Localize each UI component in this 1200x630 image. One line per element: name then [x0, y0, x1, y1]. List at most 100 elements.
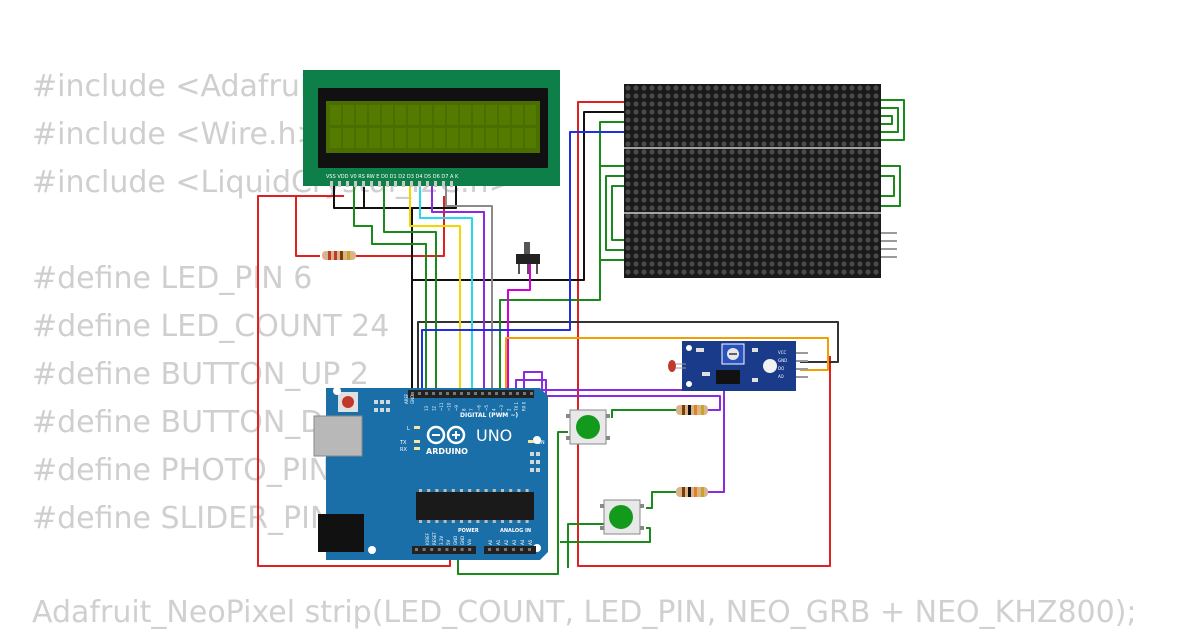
sensor-pin-gnd: GND — [778, 358, 787, 363]
lcd-display[interactable]: VSS VDD V0 RS RW E D0 D1 D2 D3 D4 D5 D6 … — [303, 70, 560, 187]
resistor-lcd[interactable] — [322, 251, 356, 260]
wire-lcd-backlight[interactable] — [356, 196, 445, 257]
wire-matrix-vcc[interactable] — [577, 101, 831, 567]
wire-sensor-gnd[interactable] — [417, 321, 839, 394]
wire-button-down-gnd[interactable] — [567, 523, 604, 568]
slide-switch[interactable] — [516, 242, 540, 274]
power-pin-label: GND — [460, 536, 465, 545]
code-line-define-button-up: #define BUTTON_UP 2 — [32, 357, 369, 392]
wire-button-down-out[interactable] — [560, 527, 651, 543]
wire-button-up-gnd[interactable] — [457, 431, 568, 575]
led-matrix[interactable] — [624, 84, 897, 278]
power-jack — [318, 514, 364, 552]
wire-matrix-data[interactable] — [421, 131, 624, 394]
photoresistor — [668, 360, 676, 372]
wire-lcd-d4[interactable] — [409, 186, 461, 394]
analog-in-label: ANALOG IN — [500, 528, 531, 534]
push-button-up[interactable] — [566, 409, 610, 445]
wire-lcd-d7[interactable] — [445, 186, 493, 394]
resistor-button-up[interactable] — [676, 405, 708, 415]
wire-matrix-chain-right-5[interactable] — [880, 175, 895, 197]
wire-matrix-chain-left-3[interactable] — [611, 185, 624, 241]
analog-pin-label: A5 — [528, 539, 533, 545]
comparator-chip — [716, 370, 740, 384]
digital-label: DIGITAL (PWM ~) — [460, 412, 518, 419]
wire-button-up-resistor[interactable] — [611, 409, 676, 418]
usb-port — [313, 415, 363, 457]
digital-pin-label: ~10 — [447, 402, 452, 411]
wire-matrix-chain-right-2[interactable] — [880, 107, 899, 133]
power-header — [412, 546, 476, 554]
wire-sensor-ao[interactable] — [505, 337, 829, 394]
wire-matrix-din[interactable] — [499, 121, 624, 394]
power-pin-label: GND — [453, 536, 458, 545]
wire-matrix-chain-left-2[interactable] — [605, 175, 624, 251]
wire-matrix-chain-right-4[interactable] — [880, 165, 901, 207]
arduino-logo — [426, 425, 466, 445]
analog-pin-label: A1 — [496, 539, 501, 545]
analog-pin-label: A0 — [488, 539, 493, 545]
wire-matrix-chain-right-3[interactable] — [880, 115, 893, 125]
sensor-pin-ao: AO — [778, 374, 784, 379]
digital-pin-label: 12 — [432, 405, 437, 411]
analog-pin-label: A3 — [512, 539, 517, 545]
digital-pin-label: ~6 — [477, 405, 482, 411]
button-down-cap[interactable] — [609, 505, 633, 529]
sensor-pin-vcc: VCC — [778, 350, 787, 355]
analog-pin-label: A2 — [504, 539, 509, 545]
lcd-cell-grid — [330, 105, 536, 148]
digital-pin-label: RX 0 — [522, 401, 527, 411]
slide-switch-knob[interactable] — [524, 242, 530, 254]
digital-pin-label: 2 — [507, 408, 512, 411]
wire-slider[interactable] — [507, 262, 531, 394]
sensor-led — [763, 359, 777, 373]
digital-pin-label: ~3 — [499, 405, 504, 411]
digital-pin-label: 4 — [492, 408, 497, 411]
arduino-label: ARDUINO — [426, 447, 468, 456]
power-pin-label: 3.3V — [439, 536, 444, 545]
wire-matrix-chain-left-1[interactable] — [599, 165, 624, 261]
code-line-define-led-pin: #define LED_PIN 6 — [32, 261, 313, 296]
wire-lcd-e[interactable] — [383, 186, 437, 394]
wire-lcd-v0[interactable] — [353, 186, 427, 394]
digital-pin-label: ~5 — [484, 405, 489, 411]
wire-matrix-chain-right-1[interactable] — [880, 99, 905, 141]
wire-lcd-k-gnd[interactable] — [412, 186, 457, 209]
wire-resistor-lcd[interactable] — [295, 196, 320, 257]
sensor-pin-do: DO — [778, 366, 784, 371]
digital-pin-label: 8 — [462, 408, 467, 411]
button-up-cap[interactable] — [576, 415, 600, 439]
lcd-pin-labels: VSS VDD V0 RS RW E D0 D1 D2 D3 D4 D5 D6 … — [326, 174, 459, 180]
light-sensor-module[interactable]: VCC GND DO AO — [668, 341, 808, 391]
analog-pin-label: A4 — [520, 539, 525, 545]
digital-pin-label: TX 1 — [514, 402, 519, 412]
code-line-include-wire: #include <Wire.h> — [32, 117, 322, 152]
matrix-body — [624, 84, 881, 278]
push-button-down[interactable] — [600, 499, 644, 535]
rx-label: RX — [400, 447, 407, 453]
chip-pins — [419, 489, 529, 523]
code-line-neopixel-strip: Adafruit_NeoPixel strip(LED_COUNT, LED_P… — [32, 595, 1137, 630]
reset-button[interactable] — [342, 396, 354, 408]
analog-header — [484, 546, 536, 554]
wire-lcd-d6[interactable] — [431, 186, 485, 394]
wire-matrix-gnd[interactable] — [412, 111, 624, 281]
resistor-button-down[interactable] — [676, 487, 708, 497]
digital-pin-label: ~11 — [439, 402, 444, 411]
power-pin-label: RESET — [432, 532, 437, 545]
digital-pin-label: 7 — [469, 408, 474, 411]
gnd-top-label: GND — [410, 395, 415, 404]
matrix-output-pins — [881, 232, 897, 258]
power-pin-label: IOREF — [425, 532, 430, 545]
wires — [257, 99, 905, 575]
wire-lcd-vss-gnd[interactable] — [333, 186, 413, 394]
wire-lcd-d5[interactable] — [419, 186, 473, 394]
digital-header — [408, 390, 534, 398]
wire-button-down-resistor[interactable] — [646, 491, 676, 509]
aref-label: AREF — [404, 393, 409, 404]
digital-header-pins — [411, 392, 533, 395]
code-line-define-slider-pin: #define SLIDER_PIN A1 — [32, 501, 382, 536]
